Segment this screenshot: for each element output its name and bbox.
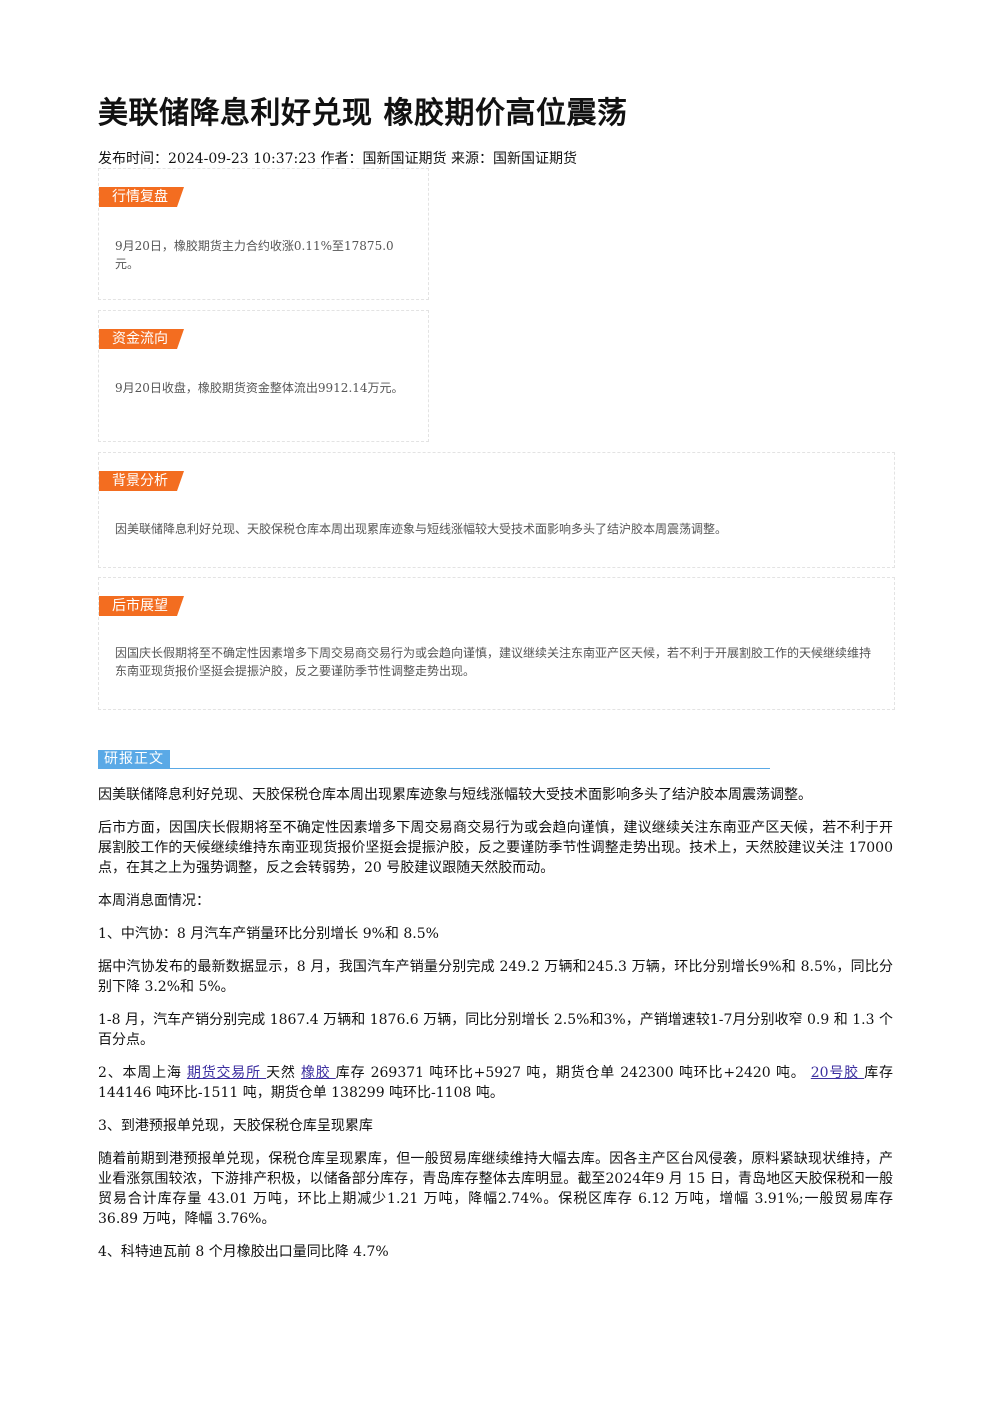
card-tag: 资金流向 bbox=[99, 329, 184, 349]
card-text: 9月20日收盘，橡胶期货资金整体流出9912.14万元。 bbox=[115, 381, 404, 395]
text-span: 库存 144146 吨环比-1511 吨，期货仓单 138299 吨环比-110… bbox=[98, 1065, 893, 1101]
paragraph: 后市方面，因国庆长假期将至不确定性因素增多下周交易商交易行为或会趋向谨慎，建议继… bbox=[98, 820, 893, 876]
article-meta: 发布时间：2024-09-23 10:37:23 作者：国新国证期货 来源：国新… bbox=[98, 151, 577, 167]
text-span: 库存 269371 吨环比+5927 吨，期货仓单 242300 吨环比+242… bbox=[335, 1065, 811, 1081]
card-text: 因国庆长假期将至不确定性因素增多下周交易商交易行为或会趋向谨慎，建议继续关注东南… bbox=[115, 646, 872, 678]
card-tag: 后市展望 bbox=[99, 596, 184, 616]
paragraph: 因美联储降息利好兑现、天胶保税仓库本周出现累库迹象与短线涨幅较大受技术面影响多头… bbox=[98, 787, 812, 803]
link-rubber[interactable]: 橡胶 bbox=[300, 1065, 336, 1081]
report-body: 因美联储降息利好兑现、天胶保税仓库本周出现累库迹象与短线涨幅较大受技术面影响多头… bbox=[98, 785, 893, 1275]
paragraph: 据中汽协发布的最新数据显示，8 月，我国汽车产销量分别完成 249.2 万辆和2… bbox=[98, 959, 893, 995]
news-heading: 4、科特迪瓦前 8 个月橡胶出口量同比降 4.7% bbox=[98, 1244, 389, 1260]
news-heading: 3、到港预报单兑现，天胶保税仓库呈现累库 bbox=[98, 1118, 373, 1134]
link-futures-exchange[interactable]: 期货交易所 bbox=[186, 1065, 267, 1081]
paragraph: 随着前期到港预报单兑现，保税仓库呈现累库，但一般贸易库继续维持大幅去库。因各主产… bbox=[98, 1151, 893, 1227]
link-no20-rubber[interactable]: 20号胶 bbox=[810, 1065, 865, 1081]
card-outlook: 后市展望 因国庆长假期将至不确定性因素增多下周交易商交易行为或会趋向谨慎，建议继… bbox=[98, 577, 895, 710]
card-tag: 行情复盘 bbox=[99, 187, 184, 207]
section-header: 研报正文 bbox=[98, 750, 770, 770]
card-market-review: 行情复盘 9月20日，橡胶期货主力合约收涨0.11%至17875.0元。 bbox=[98, 168, 429, 300]
paragraph: 1-8 月，汽车产销分别完成 1867.4 万辆和 1876.6 万辆，同比分别… bbox=[98, 1012, 893, 1048]
card-tag: 背景分析 bbox=[99, 471, 184, 491]
news-heading: 1、中汽协：8 月汽车产销量环比分别增长 9%和 8.5% bbox=[98, 926, 439, 942]
section-divider bbox=[98, 768, 770, 769]
paragraph: 本周消息面情况： bbox=[98, 893, 210, 909]
text-span: 天然 bbox=[266, 1065, 301, 1081]
section-label: 研报正文 bbox=[98, 750, 170, 769]
card-background: 背景分析 因美联储降息利好兑现、天胶保税仓库本周出现累库迹象与短线涨幅较大受技术… bbox=[98, 452, 895, 568]
article-title: 美联储降息利好兑现 橡胶期价高位震荡 bbox=[98, 96, 628, 131]
card-text: 9月20日，橡胶期货主力合约收涨0.11%至17875.0元。 bbox=[115, 239, 394, 271]
text-span: 2、本周上海 bbox=[98, 1065, 187, 1081]
card-fund-flow: 资金流向 9月20日收盘，橡胶期货资金整体流出9912.14万元。 bbox=[98, 310, 429, 442]
inventory-paragraph: 2、本周上海 期货交易所 天然 橡胶 库存 269371 吨环比+5927 吨，… bbox=[98, 1063, 893, 1103]
card-text: 因美联储降息利好兑现、天胶保税仓库本周出现累库迹象与短线涨幅较大受技术面影响多头… bbox=[115, 522, 728, 536]
